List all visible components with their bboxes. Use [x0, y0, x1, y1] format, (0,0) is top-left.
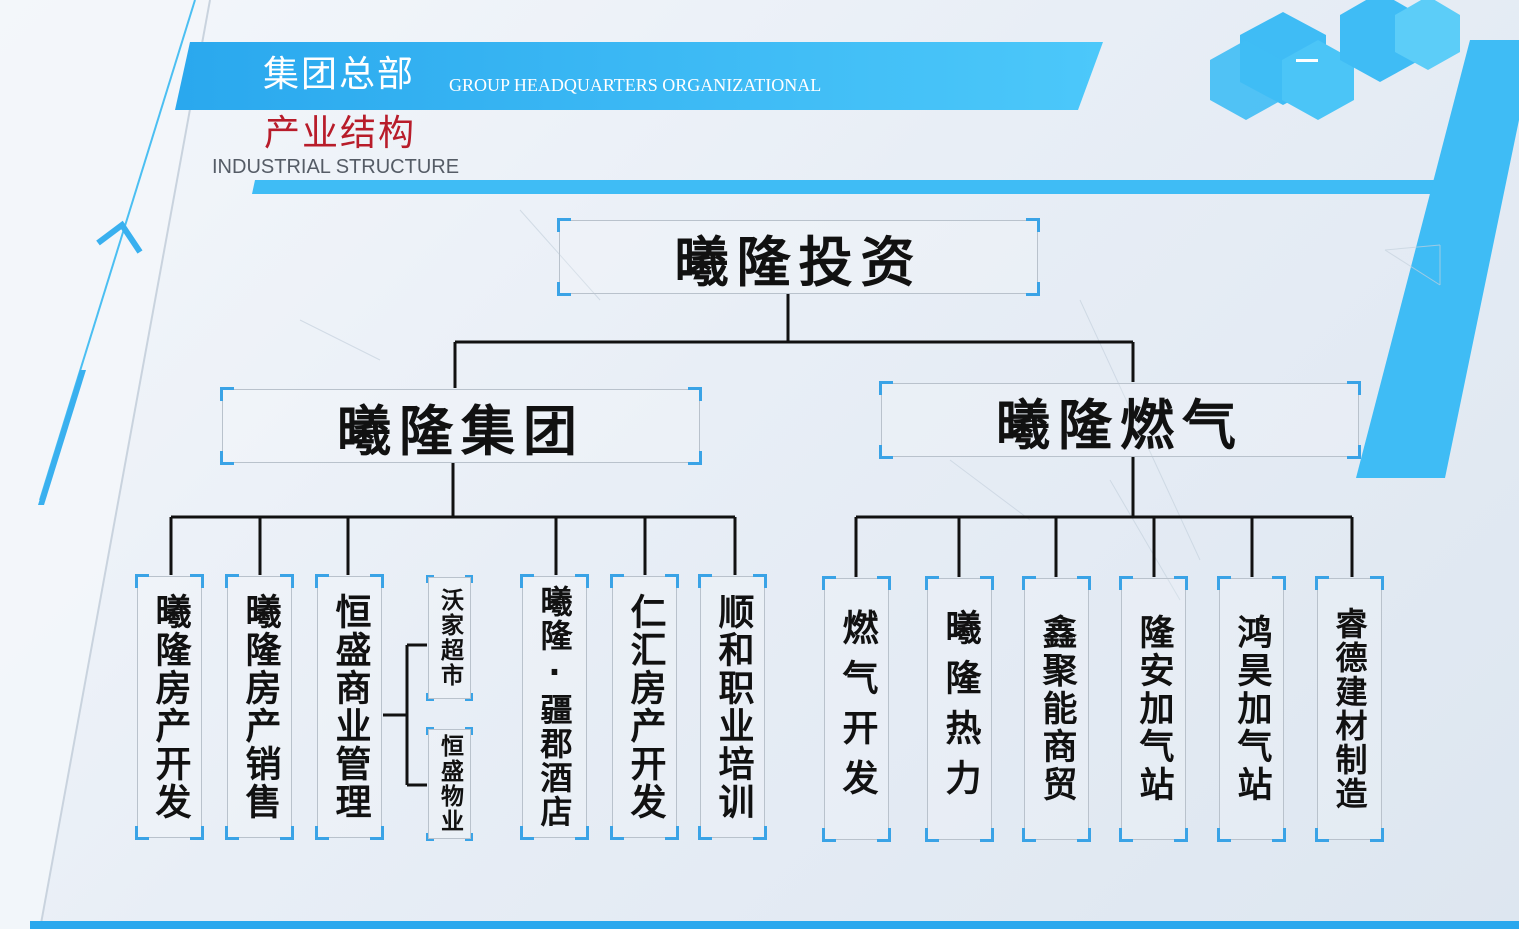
- org-node-label: 曦隆房产销售: [239, 593, 281, 821]
- org-node-root: 曦隆投资: [557, 218, 1040, 296]
- org-node-subchild: 恒盛物业: [426, 727, 473, 841]
- org-node-child: 曦隆热力: [925, 576, 994, 842]
- org-node-label: 隆安加气站: [1133, 614, 1174, 804]
- org-node-label: 曦隆燃气: [996, 393, 1244, 457]
- org-node-label: 睿德建材制造: [1330, 607, 1369, 811]
- org-node-label: 恒盛商业管理: [329, 593, 371, 821]
- header-title: 集团总部: [263, 54, 416, 95]
- org-node-label: 曦隆集团: [337, 399, 585, 463]
- org-node-label: 燃气开发: [836, 609, 878, 809]
- org-node-label: 曦隆·疆郡酒店: [535, 585, 574, 829]
- org-node-child: 仁汇房产开发: [610, 574, 679, 840]
- org-node-label: 顺和职业培训: [712, 593, 754, 821]
- org-node-child: 鸿昊加气站: [1217, 576, 1286, 842]
- org-node-label: 曦隆投资: [674, 230, 923, 294]
- org-node-child: 隆安加气站: [1119, 576, 1188, 842]
- org-node-label: 仁汇房产开发: [624, 593, 666, 821]
- section-title: 产业结构: [264, 113, 417, 154]
- org-node-child: 曦隆房产开发: [135, 574, 204, 840]
- org-node-child: 燃气开发: [822, 576, 891, 842]
- header-subtitle: GROUP HEADQUARTERS ORGANIZATIONAL: [449, 75, 822, 95]
- org-node-child: 恒盛商业管理: [315, 574, 384, 840]
- org-node-child: 睿德建材制造: [1315, 576, 1384, 842]
- section-subtitle: INDUSTRIAL STRUCTURE: [212, 156, 460, 178]
- org-node-child: 曦隆·疆郡酒店: [520, 574, 589, 840]
- org-node-child: 曦隆房产销售: [225, 574, 294, 840]
- org-node-group-xilong-gas: 曦隆燃气: [879, 381, 1361, 459]
- org-node-subchild: 沃家超市: [426, 575, 473, 701]
- org-node-child: 顺和职业培训: [698, 574, 767, 840]
- org-node-label: 恒盛物业: [436, 734, 463, 834]
- org-node-child: 鑫聚能商贸: [1022, 576, 1091, 842]
- org-node-label: 沃家超市: [436, 588, 463, 688]
- org-node-label: 鑫聚能商贸: [1036, 614, 1077, 804]
- org-node-group-xilong-group: 曦隆集团: [220, 387, 702, 465]
- org-node-label: 曦隆房产开发: [149, 593, 191, 821]
- org-node-label: 曦隆热力: [939, 609, 981, 809]
- org-node-label: 鸿昊加气站: [1231, 614, 1272, 804]
